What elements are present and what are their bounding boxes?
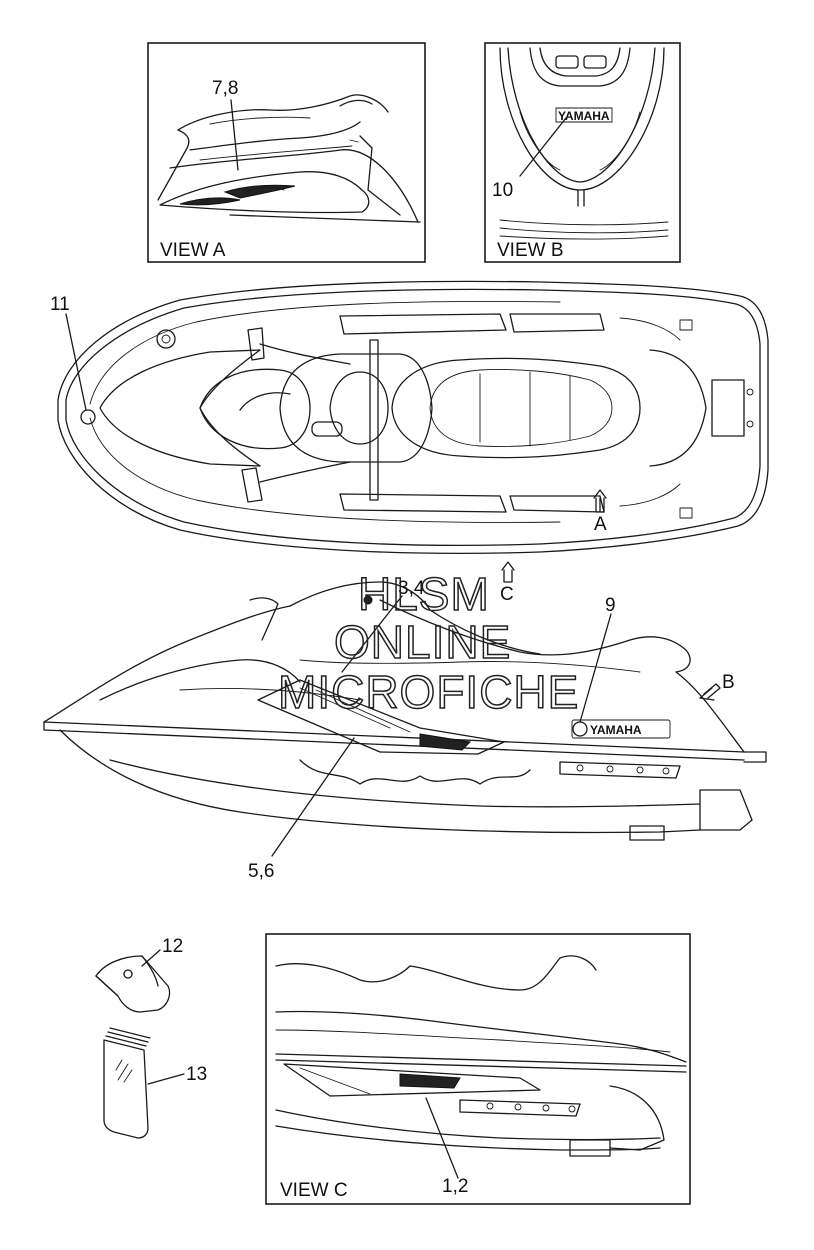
callout-1-2: 1,2 <box>442 1176 468 1197</box>
yamaha-decal-view-b: YAMAHA <box>558 109 610 123</box>
arrow-b-label: B <box>722 672 735 693</box>
view-b-label: VIEW B <box>497 240 564 261</box>
part-12-tag: 12 <box>95 936 183 1013</box>
view-a-panel: 7,8 VIEW A <box>147 42 426 263</box>
callout-3-4: 3,4 <box>398 578 425 599</box>
watermark-line-1: HLSM <box>358 568 490 620</box>
part-13-pouch: 13 <box>103 1027 207 1139</box>
callout-5-6: 5,6 <box>248 861 274 882</box>
callout-12: 12 <box>162 936 183 957</box>
view-c-label: VIEW C <box>280 1180 348 1201</box>
callout-7-8: 7,8 <box>212 78 238 99</box>
callout-10: 10 <box>492 180 513 201</box>
top-view-watercraft: A C 11 <box>50 280 769 605</box>
arrow-c-label: C <box>500 584 514 605</box>
callout-13: 13 <box>186 1064 207 1085</box>
side-view-watercraft: YAMAHA B 3,4 9 5,6 <box>43 578 767 882</box>
view-b-panel: YAMAHA 10 VIEW B <box>484 42 681 263</box>
watermark-line-3: MICROFICHE <box>278 666 579 718</box>
watermark: HLSM ONLINE MICROFICHE <box>277 567 579 719</box>
yamaha-decal-side: YAMAHA <box>590 723 642 737</box>
watermark-line-2: ONLINE <box>334 616 511 668</box>
view-c-panel: 1,2 VIEW C <box>265 933 691 1205</box>
callout-9: 9 <box>605 595 616 616</box>
view-a-label: VIEW A <box>160 240 226 261</box>
arrow-a-label: A <box>594 514 607 535</box>
callout-11: 11 <box>50 294 70 315</box>
